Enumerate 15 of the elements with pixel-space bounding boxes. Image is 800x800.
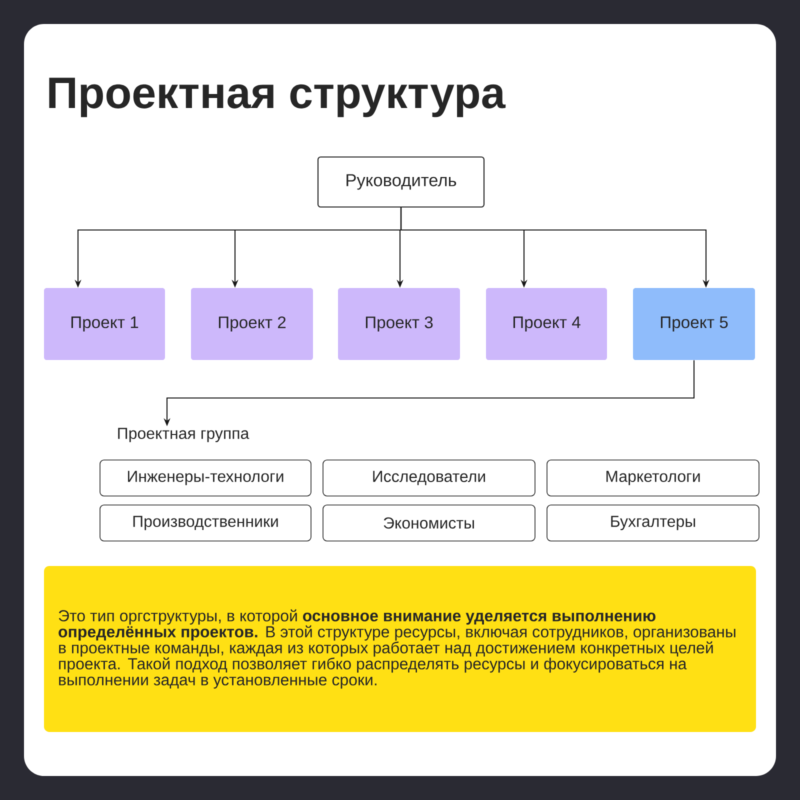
role-box: Маркетологи [546, 460, 760, 496]
role-box: Бухгалтеры [546, 504, 760, 542]
role-box: Экономисты [322, 504, 536, 542]
project-box: Проект 5 [633, 288, 755, 360]
project-box: Проект 1 [44, 288, 165, 360]
project-box: Проект 2 [191, 288, 313, 360]
note-box: Это тип оргструктуры, в которой основное внимание уделяется выполнению определённых проектов. В этой структуре ресурсы, включая сотрудников, организованы в проектные команды, каждая из которых работает над достижением конкретных целей проекта. Такой подход позволяет гибко распределять ресурсы и фокусироваться на выполнении задач в установленные сроки. [44, 566, 756, 732]
title: Проектная структура [49, 78, 506, 118]
project-box: Проект 4 [486, 288, 607, 360]
project-box: Проект 3 [338, 288, 460, 360]
role-box: Производственники [100, 504, 312, 542]
manager-box: Руководитель [317, 156, 485, 208]
group-heading: Проектная группа [118, 428, 250, 442]
role-box: Исследователи [322, 460, 536, 496]
role-box: Инженеры-технологи [100, 460, 312, 496]
